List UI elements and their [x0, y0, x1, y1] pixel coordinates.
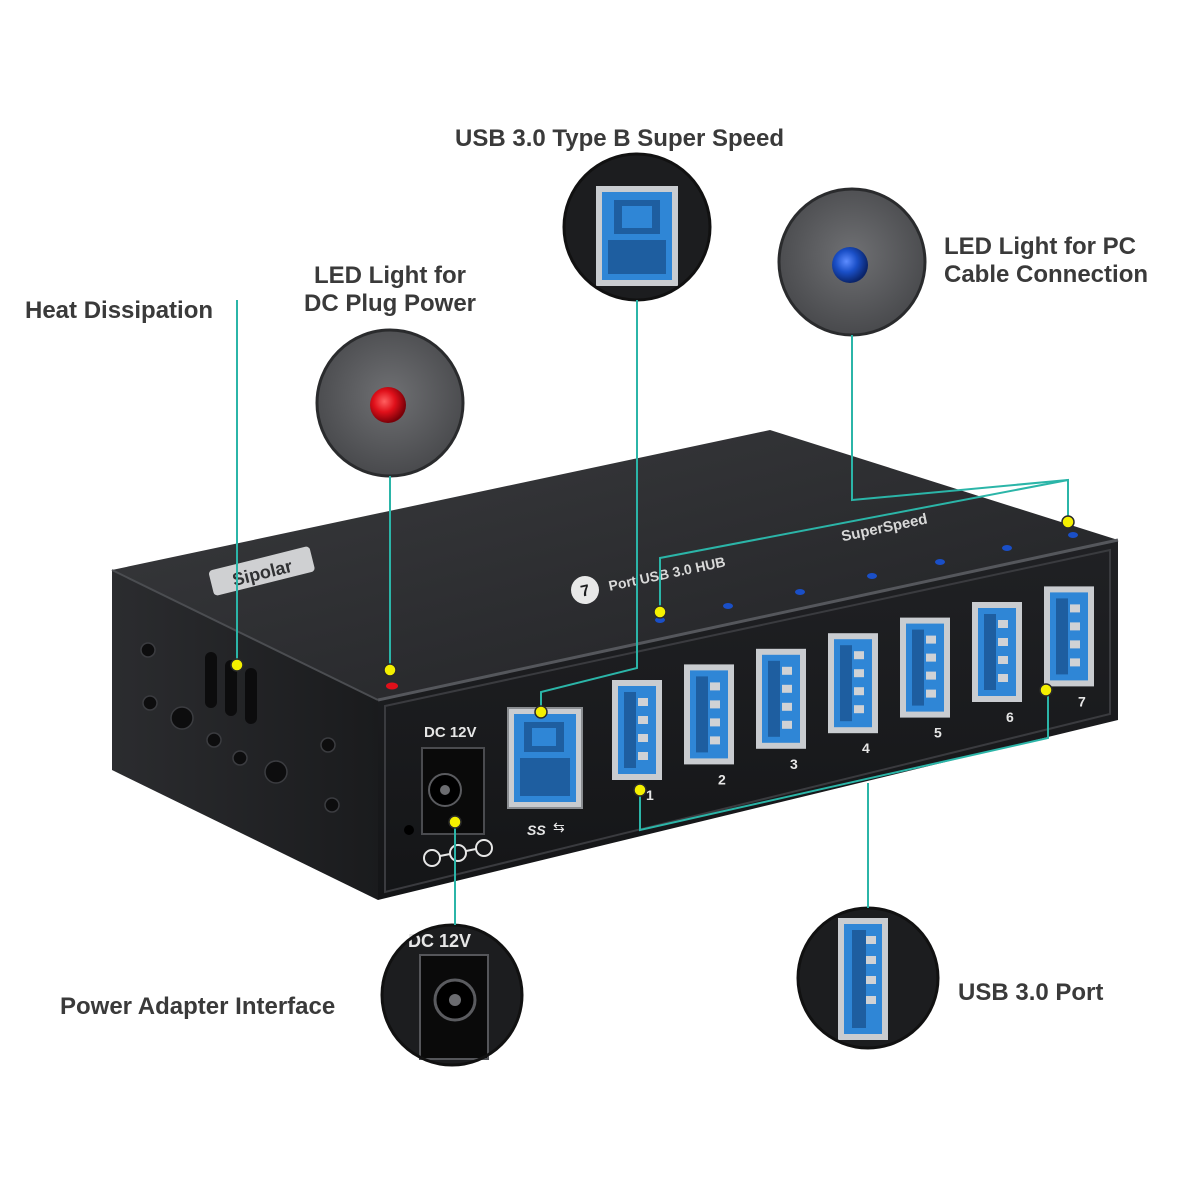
callout-led-dc-line2: DC Plug Power	[303, 290, 477, 317]
top-status-led	[723, 603, 733, 609]
callout-power-adapter: Power Adapter Interface	[60, 993, 336, 1020]
top-status-led	[655, 617, 665, 623]
top-status-led	[795, 589, 805, 595]
top-led-row	[386, 532, 1078, 690]
usb-a-port: 2	[684, 664, 734, 787]
zoom-dc-led	[315, 328, 465, 478]
ss-logo: SS	[527, 822, 546, 838]
usb-type-b-port: SS ⇆	[507, 707, 583, 838]
callout-led-dc-line1: LED Light for	[314, 262, 466, 289]
callout-usb-type-b: USB 3.0 Type B Super Speed	[455, 125, 784, 152]
zoom-usb-a-port	[796, 906, 940, 1050]
dc-jack: DC 12V	[404, 724, 493, 867]
zoom-usb-type-b	[562, 152, 712, 302]
top-status-led	[867, 573, 877, 579]
callout-led-pc-line2: Cable Connection	[944, 261, 1149, 288]
usb-a-port: 5	[900, 617, 950, 741]
dc-label: DC 12V	[424, 724, 477, 741]
top-dc-led	[386, 682, 398, 690]
hub-side-face	[112, 570, 378, 900]
svg-text:⇆: ⇆	[553, 819, 565, 835]
zoom-pc-led	[777, 187, 927, 337]
callout-led-pc: LED Light for PC Cable Connection	[944, 233, 1148, 289]
port-number: 1	[646, 787, 654, 803]
usb-a-port: 1	[612, 680, 662, 803]
callout-usb-port: USB 3.0 Port	[958, 979, 1104, 1006]
top-status-led	[1068, 532, 1078, 538]
port-number: 2	[718, 771, 726, 787]
usb-a-port-row: 1 2 3 4 5 6 7	[612, 586, 1094, 803]
port-number: 3	[790, 756, 798, 772]
port-number: 4	[862, 740, 870, 756]
usb-a-port: 7	[1044, 586, 1094, 709]
port-number: 7	[1078, 693, 1086, 709]
port-number: 6	[1006, 709, 1014, 725]
usb-a-port: 6	[972, 602, 1022, 725]
heat-vents	[205, 652, 257, 724]
zoom-dc-jack: DC 12V	[380, 923, 524, 1067]
port-count-badge: 7	[579, 582, 591, 600]
callout-markers	[230, 515, 1075, 829]
leader-lines	[236, 300, 1069, 925]
callout-led-dc: LED Light for DC Plug Power	[290, 262, 490, 318]
callout-led-pc-line1: LED Light for PC	[944, 233, 1136, 260]
side-screws	[140, 642, 340, 813]
usb-a-port: 3	[756, 648, 806, 772]
callout-heat-dissipation: Heat Dissipation	[25, 297, 214, 324]
port-number: 5	[934, 725, 942, 741]
hub-top-surface	[112, 430, 1118, 700]
top-status-led	[935, 559, 945, 565]
top-status-led	[1002, 545, 1012, 551]
zoom-dc-label: DC 12V	[408, 931, 471, 951]
usb-a-port: 4	[828, 633, 878, 756]
